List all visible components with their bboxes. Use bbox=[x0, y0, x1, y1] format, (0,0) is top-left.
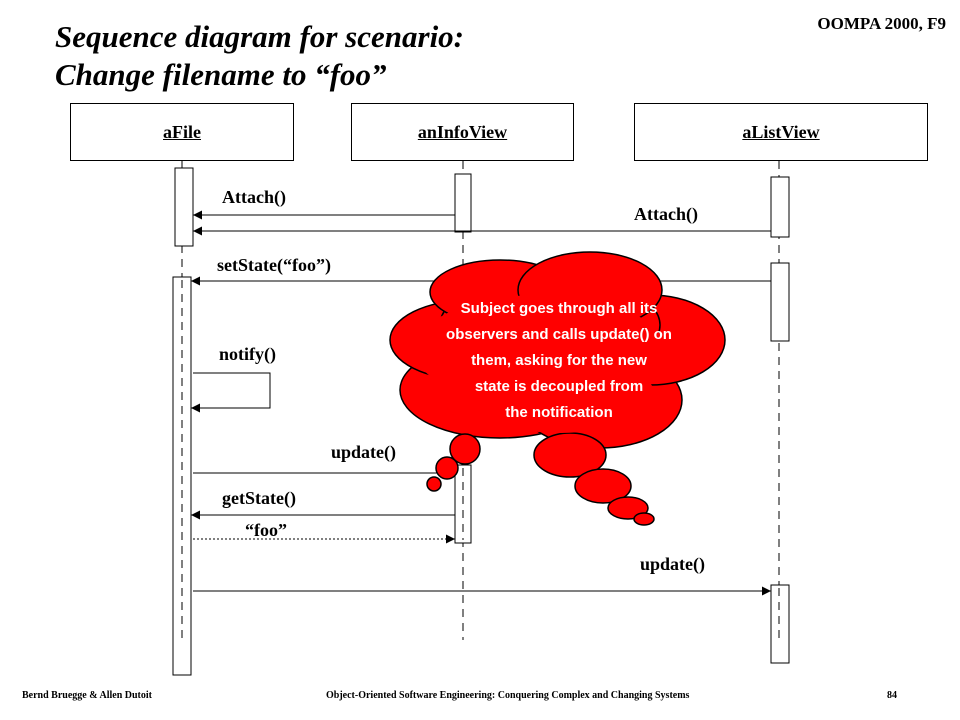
activation-afile-1 bbox=[174, 167, 194, 247]
note-line: Subject goes through all its bbox=[460, 300, 658, 317]
slide-title: Sequence diagram for scenario: Change fi… bbox=[55, 18, 464, 94]
footer-page-number: 84 bbox=[887, 690, 897, 701]
course-label: OOMPA 2000, F9 bbox=[817, 14, 946, 33]
activation-alistview-2 bbox=[770, 262, 790, 342]
title-line-1: Sequence diagram for scenario: bbox=[55, 19, 465, 54]
label-update-2: update() bbox=[640, 554, 706, 574]
object-aninfoview: anInfoView bbox=[351, 103, 574, 161]
label-getstate: getState() bbox=[222, 488, 296, 508]
object-alistview: aListView bbox=[634, 103, 928, 161]
label-update-1: update() bbox=[331, 442, 397, 462]
label-setstate: setState(“foo”) bbox=[217, 255, 331, 275]
note-line: the notification bbox=[505, 404, 613, 421]
object-afile: aFile bbox=[70, 103, 294, 161]
activation-aninfoview-1 bbox=[454, 173, 472, 233]
activation-alistview-3 bbox=[770, 584, 790, 664]
title-line-2: Change filename to “foo” bbox=[55, 57, 387, 92]
label-attach-1: Attach() bbox=[222, 187, 286, 207]
activation-alistview-1 bbox=[770, 176, 790, 238]
label-attach-2: Attach() bbox=[634, 204, 698, 224]
note-line: observers and calls update() on bbox=[446, 326, 672, 343]
arrow-notify bbox=[191, 372, 271, 413]
note-line: state is decoupled from bbox=[474, 378, 644, 395]
footer-authors: Bernd Bruegge & Allen Dutoit bbox=[22, 690, 152, 701]
label-notify: notify() bbox=[219, 344, 276, 364]
note-line: them, asking for the new bbox=[471, 352, 647, 369]
label-foo-return: “foo” bbox=[245, 520, 287, 540]
note-text: Subject goes through all its observers a… bbox=[398, 296, 720, 426]
footer-book: Object-Oriented Software Engineering: Co… bbox=[326, 690, 690, 701]
